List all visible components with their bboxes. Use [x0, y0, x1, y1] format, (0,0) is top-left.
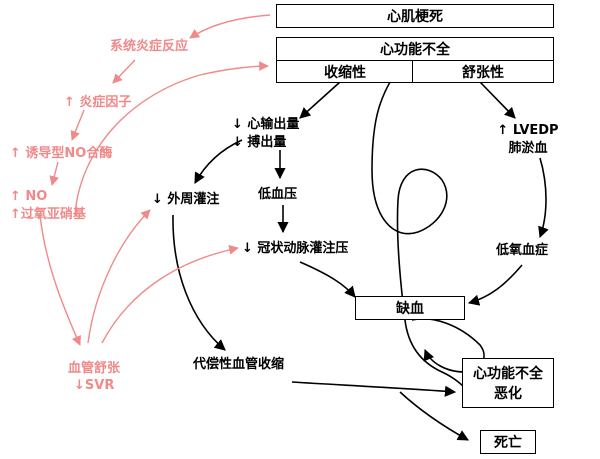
mi-label: 心肌梗死 [387, 9, 443, 25]
sv-down-label: ↓ 搏出量 [232, 135, 287, 150]
death-box: 死亡 [480, 430, 536, 454]
arrow-vasodilation-to-coronary [101, 244, 239, 344]
sirs-label: 系统炎症反应 [110, 39, 189, 54]
peripheral-perf-label: ↓ 外周灌注 [152, 192, 220, 207]
arrow-inflam-to-inos [70, 109, 85, 141]
lvedp-label: ↑ LVEDP [497, 123, 559, 138]
mi-box: 心肌梗死 [276, 4, 554, 28]
arrow-inos-to-no [49, 161, 59, 186]
worsening-label-line1: 心功能不全 [473, 366, 543, 382]
vasodilation-label: 血管舒张 [68, 361, 121, 376]
arrow-systolic-to-co [299, 81, 341, 119]
hypotension-label: 低血压 [258, 187, 298, 202]
compensatory-label: 代偿性血管收缩 [193, 357, 285, 372]
worsening-label-line2: 恶化 [494, 386, 522, 402]
arrow-sirs-to-inflam [112, 59, 136, 84]
arrow-peripheral-to-compensatory [172, 214, 226, 351]
ischemia-label: 缺血 [396, 301, 424, 317]
arrow-peroxynitrite-to-dysfunction [74, 61, 269, 216]
arrow-coronary-to-ischemia [299, 261, 356, 298]
arrow-no-to-vasodilation [39, 214, 81, 346]
dysfunction-box: 心功能不全 [276, 37, 554, 61]
death-label: 死亡 [494, 435, 522, 451]
no-up-label: ↑ NO [10, 189, 48, 204]
arrow-hypoxemia-to-ischemia [467, 264, 523, 306]
arrow-worsening-to-death [399, 391, 469, 441]
co-down-label: ↓ 心输出量 [232, 117, 300, 132]
peroxynitrite-label: ↑过氧亚硝基 [10, 207, 86, 222]
svr-down-label: ↓SVR [74, 378, 115, 393]
inflam-factors-label: ↑ 炎症因子 [64, 95, 132, 110]
diastolic-box: 舒张性 [412, 60, 554, 83]
arrow-co-to-peripheral [194, 139, 243, 184]
vicious-cycle-loop [371, 81, 467, 390]
arrow-congestion-to-hypoxemia [538, 157, 549, 239]
diastolic-label: 舒张性 [462, 64, 504, 81]
inos-label: ↑ 诱导型NO合酶 [10, 146, 113, 161]
arrow-compensatory-to-worsening [291, 381, 457, 397]
ischemia-box: 缺血 [355, 296, 465, 320]
dysfunction-label: 心功能不全 [380, 42, 450, 58]
arrow-vasodilation-to-peripheral [87, 209, 151, 344]
hypoxemia-label: 低氧血症 [496, 243, 549, 258]
coronary-perf-label: ↓ 冠状动脉灌注压 [242, 241, 349, 256]
systolic-box: 收缩性 [276, 60, 414, 83]
arrow-diastolic-to-lvedp [479, 81, 516, 119]
worsening-box: 心功能不全 恶化 [462, 358, 554, 408]
pulm-congestion-label: 肺淤血 [508, 141, 548, 156]
arrow-mi-to-sirs [189, 14, 271, 39]
systolic-label: 收缩性 [324, 64, 366, 81]
